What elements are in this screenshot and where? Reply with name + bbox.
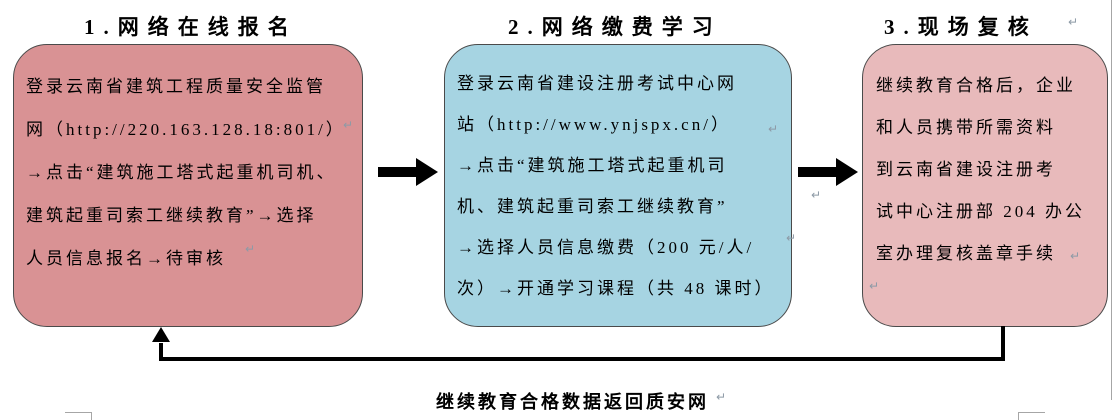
feedback-line-down (1001, 326, 1005, 360)
return-mark-icon: ↵ (716, 390, 727, 404)
box3-line: 继续教育合格后，企业 (876, 76, 1076, 95)
step3-box: 继续教育合格后，企业 和人员携带所需资料 到云南省建设注册考 试中心注册部 20… (862, 44, 1108, 327)
arrow-head-icon (836, 158, 858, 186)
return-mark-icon: ↵ (343, 118, 354, 132)
return-mark-icon: ↵ (768, 122, 779, 136)
feedback-caption: 继续教育合格数据返回质安网 (436, 392, 709, 412)
return-mark-icon: ↵ (1070, 249, 1081, 263)
page-edge-guide (1111, 0, 1112, 400)
feedback-line-horizontal (159, 357, 1005, 361)
box3-line: 试中心注册部 204 办公 (876, 202, 1085, 221)
box1-line: 人员信息报名→待审核 (26, 249, 226, 268)
arrow-head-icon (416, 158, 438, 186)
table-corner-guide (1018, 412, 1045, 420)
box2-line: →选择人员信息缴费（200 元/人/ (457, 238, 755, 257)
box2-line: 次）→开通学习课程（共 48 课时） (457, 279, 775, 298)
step3-title: 3.现场复核 (884, 15, 1038, 39)
box2-line: 机、建筑起重司索工继续教育” (457, 197, 728, 216)
box1-line: 网（http://220.163.128.18:801/） (26, 120, 346, 139)
box2-line: 站（http://www.ynjspx.cn/） (457, 115, 731, 134)
step1-box: 登录云南省建筑工程质量安全监管 网（http://220.163.128.18:… (13, 44, 363, 327)
step1-title: 1.网络在线报名 (84, 15, 298, 39)
box1-line: →点击“建筑施工塔式起重机司机、 (26, 163, 337, 182)
box2-line: →点击“建筑施工塔式起重机司 (457, 156, 728, 175)
return-mark-icon: ↵ (786, 231, 797, 245)
return-mark-icon: ↵ (1068, 15, 1079, 29)
arrow-shaft (378, 167, 416, 177)
box3-line: 室办理复核盖章手续 (876, 244, 1056, 263)
feedback-arrow-head-icon (152, 327, 170, 342)
return-mark-icon: ↵ (811, 188, 822, 202)
box3-line: 到云南省建设注册考 (876, 160, 1056, 179)
return-mark-icon: ↵ (245, 242, 256, 256)
box1-line: 建筑起重司索工继续教育”→选择 (26, 206, 317, 225)
feedback-line-up (159, 343, 163, 359)
arrow-step2-to-step3-icon (798, 158, 858, 186)
box3-line: 和人员携带所需资料 (876, 118, 1056, 137)
box2-line: 登录云南省建设注册考试中心网 (457, 74, 737, 93)
box1-line: 登录云南省建筑工程质量安全监管 (26, 77, 326, 96)
return-mark-icon: ↵ (869, 279, 880, 293)
step2-title: 2.网络缴费学习 (508, 15, 722, 39)
arrow-step1-to-step2-icon (378, 158, 438, 186)
table-corner-guide (65, 412, 92, 420)
arrow-shaft (798, 167, 836, 177)
step2-box: 登录云南省建设注册考试中心网 站（http://www.ynjspx.cn/） … (444, 44, 792, 327)
